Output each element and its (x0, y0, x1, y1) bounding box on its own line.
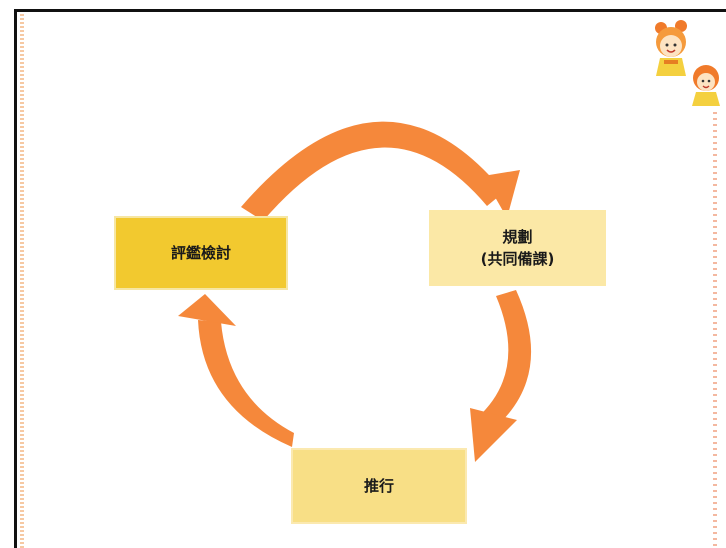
arrow-plan-to-implement (470, 290, 532, 462)
node-plan-label-line2: (共同備課) (480, 250, 555, 268)
arrow-implement-to-evaluate (178, 294, 294, 447)
node-plan-label-line1: 規劃 (502, 227, 533, 246)
node-implement-label: 推行 (363, 476, 394, 495)
slide-frame-top (14, 9, 726, 12)
node-evaluate-review: 評鑑檢討 (114, 216, 288, 290)
node-evaluate-label: 評鑑檢討 (170, 243, 231, 262)
decorative-dots-right (713, 112, 717, 548)
node-plan: 規劃 (共同備課) (429, 210, 606, 286)
cartoon-children-icon (655, 20, 720, 106)
node-implement: 推行 (291, 448, 467, 524)
decorative-stripe-left (20, 14, 24, 548)
arrow-evaluate-to-plan (241, 121, 520, 221)
slide-frame-left (14, 9, 17, 548)
